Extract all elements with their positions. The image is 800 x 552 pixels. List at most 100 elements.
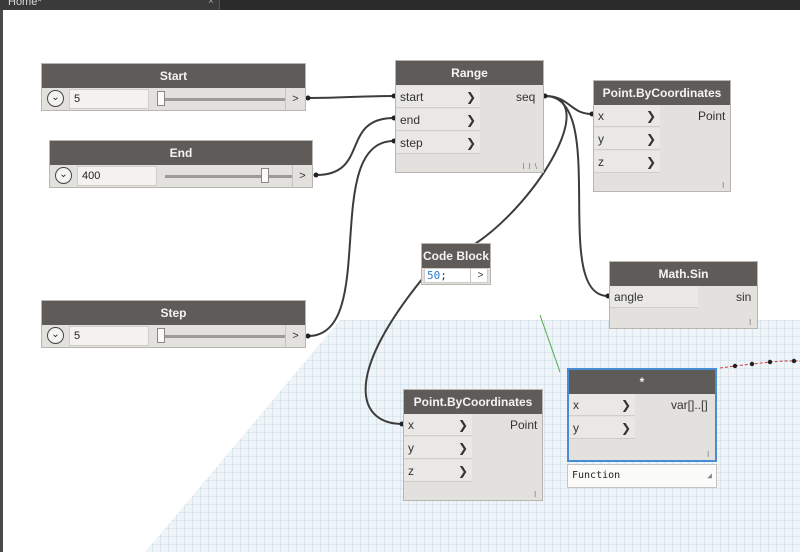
arrow-icon: ❯ xyxy=(457,418,468,432)
output-port-var[interactable]: var[]..[] xyxy=(671,398,708,412)
start-slider-node[interactable]: Start ⌄ 5 > xyxy=(41,63,306,111)
slider-thumb[interactable] xyxy=(157,328,165,343)
arrow-icon: ❯ xyxy=(465,136,476,150)
arrow-icon: ❯ xyxy=(620,398,631,412)
slider-track[interactable] xyxy=(157,335,285,338)
node-title: Code Block xyxy=(422,244,490,268)
node-title: Range xyxy=(396,61,543,85)
tab-home[interactable]: Home* xyxy=(0,0,220,10)
step-slider-node[interactable]: Step ⌄ 5 > xyxy=(41,300,306,348)
range-node[interactable]: Range start ❯ end ❯ step ❯ seq l l \ xyxy=(395,60,544,173)
output-port[interactable]: > xyxy=(470,268,490,283)
port-label: x xyxy=(598,109,604,123)
slider-value[interactable]: 400 xyxy=(77,166,157,186)
input-port-y[interactable]: y❯ xyxy=(569,417,635,439)
axis-line-green xyxy=(539,314,561,373)
slider-value[interactable]: 5 xyxy=(69,326,149,346)
point-by-coordinates-node[interactable]: Point.ByCoordinates x❯ y❯ z❯ Point l xyxy=(593,80,731,192)
input-port-end[interactable]: end ❯ xyxy=(396,109,480,131)
slider-track[interactable] xyxy=(157,98,285,101)
sine-point xyxy=(732,363,738,369)
lacing-indicator[interactable]: l xyxy=(534,490,537,499)
chevron-down-icon[interactable]: ⌄ xyxy=(47,90,64,107)
input-port-angle[interactable]: angle xyxy=(610,286,698,308)
node-title: Step xyxy=(42,301,305,325)
chevron-down-icon[interactable]: ⌄ xyxy=(47,327,64,344)
code-block-node[interactable]: Code Block 50; > xyxy=(421,243,491,285)
node-title: End xyxy=(50,141,312,165)
arrow-icon: ❯ xyxy=(645,109,656,123)
output-port-point[interactable]: Point xyxy=(510,418,538,432)
input-port-step[interactable]: step ❯ xyxy=(396,132,480,154)
wire-end-range xyxy=(315,117,395,176)
port-label: angle xyxy=(614,290,644,304)
code-number: 50 xyxy=(427,269,441,282)
output-port-seq[interactable]: seq xyxy=(516,90,536,104)
sine-points-curve xyxy=(719,360,800,369)
port-dot xyxy=(305,95,311,101)
left-edge-bar xyxy=(0,10,3,552)
input-port-y[interactable]: y❯ xyxy=(594,128,660,150)
node-title: Point.ByCoordinates xyxy=(404,390,542,414)
lacing-indicator[interactable]: l xyxy=(722,181,725,190)
slider-thumb[interactable] xyxy=(157,91,165,106)
output-port[interactable]: > xyxy=(285,325,305,347)
wire-start-range xyxy=(307,95,395,99)
slider-value[interactable]: 5 xyxy=(69,89,149,109)
node-title: * xyxy=(569,370,715,394)
port-dot xyxy=(305,333,311,339)
chevron-down-icon[interactable]: ⌄ xyxy=(55,167,72,184)
port-label: y xyxy=(598,132,604,146)
output-port[interactable]: > xyxy=(285,88,305,110)
port-label: step xyxy=(400,136,423,150)
code-editor[interactable]: 50; xyxy=(424,268,488,283)
port-label: y xyxy=(573,421,579,435)
end-slider-node[interactable]: End ⌄ 400 > xyxy=(49,140,313,188)
port-dot xyxy=(313,172,319,178)
input-port-z[interactable]: z❯ xyxy=(594,151,660,173)
port-label: z xyxy=(598,155,604,169)
port-label: x xyxy=(408,418,414,432)
slider-thumb[interactable] xyxy=(261,168,269,183)
dropdown-value: Function xyxy=(572,470,621,481)
sine-point xyxy=(767,359,773,365)
port-label: end xyxy=(400,113,421,127)
input-port-z[interactable]: z❯ xyxy=(404,460,472,482)
math-sin-node[interactable]: Math.Sin angle sin l xyxy=(609,261,758,329)
input-port-y[interactable]: y❯ xyxy=(404,437,472,459)
arrow-icon: ❯ xyxy=(457,441,468,455)
input-port-start[interactable]: start ❯ xyxy=(396,86,480,108)
wire-step-range xyxy=(307,140,395,337)
output-port-sin[interactable]: sin xyxy=(736,290,752,304)
node-title: Point.ByCoordinates xyxy=(594,81,730,105)
lacing-indicator[interactable]: l xyxy=(707,450,710,459)
lacing-indicator[interactable]: l l \ xyxy=(522,162,538,171)
function-dropdown[interactable]: Function ◢ xyxy=(567,464,717,488)
input-port-x[interactable]: x❯ xyxy=(404,414,472,436)
port-label: x xyxy=(573,398,579,412)
arrow-icon: ❯ xyxy=(645,132,656,146)
arrow-icon: ❯ xyxy=(620,421,631,435)
tab-bar: Home* × xyxy=(0,0,800,10)
point-by-coordinates-node[interactable]: Point.ByCoordinates x❯ y❯ z❯ Point l xyxy=(403,389,543,501)
port-label: z xyxy=(408,464,414,478)
output-port-point[interactable]: Point xyxy=(698,109,726,123)
port-label: y xyxy=(408,441,414,455)
port-label: start xyxy=(400,90,424,104)
arrow-icon: ❯ xyxy=(465,90,476,104)
sine-point xyxy=(749,361,755,367)
arrow-icon: ❯ xyxy=(465,113,476,127)
close-icon[interactable]: × xyxy=(208,0,214,7)
slider-track[interactable] xyxy=(165,175,293,178)
input-port-x[interactable]: x❯ xyxy=(594,105,660,127)
output-port[interactable]: > xyxy=(292,165,312,187)
node-title: Math.Sin xyxy=(610,262,757,286)
code-suffix: ; xyxy=(440,269,447,282)
multiply-node[interactable]: * x❯ y❯ var[]..[] l xyxy=(567,368,717,462)
arrow-icon: ❯ xyxy=(645,155,656,169)
node-title: Start xyxy=(42,64,305,88)
lacing-indicator[interactable]: l xyxy=(749,318,752,327)
input-port-x[interactable]: x❯ xyxy=(569,394,635,416)
dropdown-grip-icon: ◢ xyxy=(707,471,712,480)
arrow-icon: ❯ xyxy=(457,464,468,478)
